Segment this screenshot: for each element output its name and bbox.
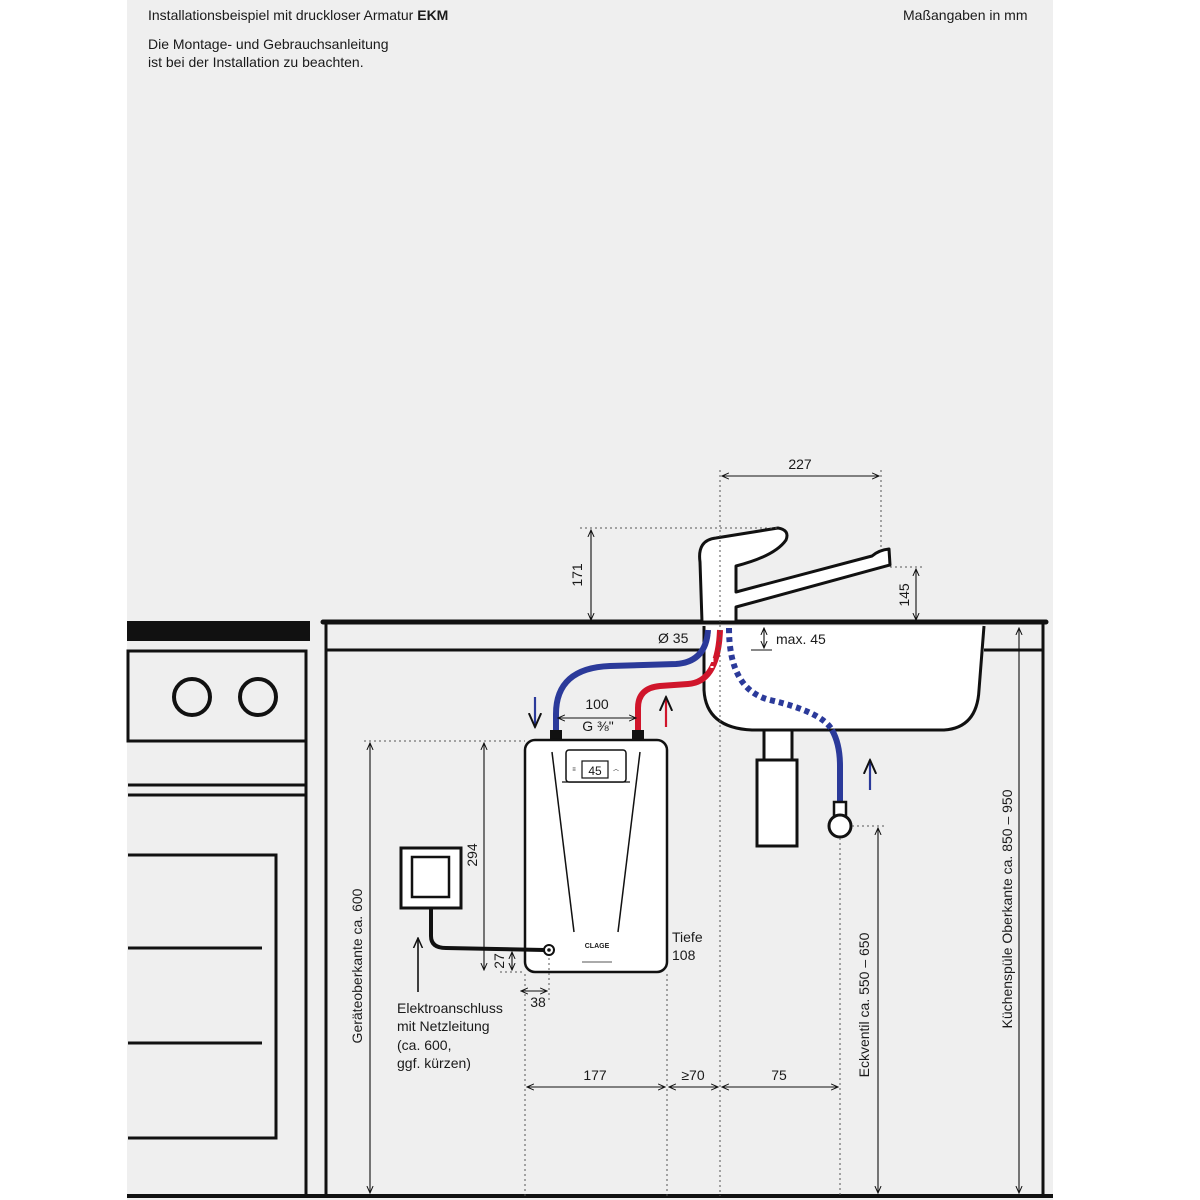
faucet-body (698, 526, 892, 624)
angle-valve-icon (827, 813, 853, 839)
heater-display (581, 760, 609, 779)
cold-supply-hose (829, 728, 843, 802)
depth-label: Tiefe (672, 929, 703, 945)
electrical-connection (399, 846, 545, 992)
heater-up-button-icon: ︿ (613, 767, 619, 773)
instruction-line-1: Die Montage- und Gebrauchsanleitung (148, 36, 389, 52)
depth-value: 108 (672, 947, 696, 963)
power-cable (429, 908, 545, 952)
stove-control-panel (126, 649, 308, 743)
header-title-bold: EKM (417, 7, 449, 23)
electrical-note-line-1: Elektroanschluss (397, 1000, 503, 1016)
dim-spout-reach: 227 (788, 456, 812, 472)
stove (126, 621, 310, 1196)
dimension-lines (370, 476, 1019, 1193)
electrical-note-line-4: ggf. kürzen) (397, 1055, 471, 1071)
dim-valve-offset: 75 (771, 1067, 787, 1083)
dim-hole-diameter: Ø 35 (658, 630, 689, 646)
dim-unit-width: 177 (583, 1067, 607, 1083)
heater-display-value: 45 (588, 764, 602, 778)
hot-water-pipe (635, 629, 723, 736)
unit-top-label: Geräteoberkante ca. 600 (349, 888, 365, 1043)
instruction-line-2: ist bei der Installation zu beachten. (148, 54, 364, 70)
dim-countertop-thickness: max. 45 (776, 631, 826, 647)
sink-basin (702, 625, 986, 732)
dim-connector-spacing: 100 (585, 696, 609, 712)
dim-faucet-height: 171 (569, 563, 585, 587)
dim-power-offset-vertical: 27 (491, 953, 507, 969)
valve-height-label: Eckventil ca. 550 – 650 (856, 932, 872, 1077)
stove-cooktop (127, 621, 310, 641)
header-title-prefix: Installationsbeispiel mit druckloser Arm… (148, 7, 414, 23)
dim-spout-height: 145 (896, 583, 912, 607)
drain-pipe (762, 728, 794, 762)
dim-unit-height: 294 (464, 843, 480, 867)
faucet (698, 526, 892, 624)
electrical-note-line-3: (ca. 600, (397, 1037, 451, 1053)
heater-brand: CLAGE (585, 943, 610, 950)
units-note: Maßangaben in mm (903, 7, 1028, 23)
flow-arrows (535, 697, 870, 790)
stove-knob-left-icon (172, 677, 212, 717)
sink-top-label: Küchenspüle Oberkante ca. 850 – 950 (999, 789, 1015, 1028)
electrical-note-line-2: mit Netzleitung (397, 1018, 490, 1034)
stove-knob-right-icon (238, 677, 278, 717)
heater-mode-button-icon: ≡ (572, 767, 576, 773)
heater-housing (523, 738, 669, 974)
cold-water-pipe (553, 629, 711, 736)
dim-thread: G ⅜" (582, 718, 613, 734)
dim-power-offset-horizontal: 38 (530, 994, 546, 1010)
water-heater: 45 ︿ ≡ CLAGE (523, 730, 669, 974)
siphon (755, 758, 799, 848)
pipes (553, 626, 843, 802)
cold-supply-hose-hidden (726, 627, 835, 732)
dim-min-gap: ≥70 (681, 1067, 704, 1083)
cabinet (127, 619, 1053, 1198)
angle-valve (827, 800, 853, 839)
oven-door (128, 853, 278, 1140)
header-title: Installationsbeispiel mit druckloser Arm… (148, 6, 448, 24)
